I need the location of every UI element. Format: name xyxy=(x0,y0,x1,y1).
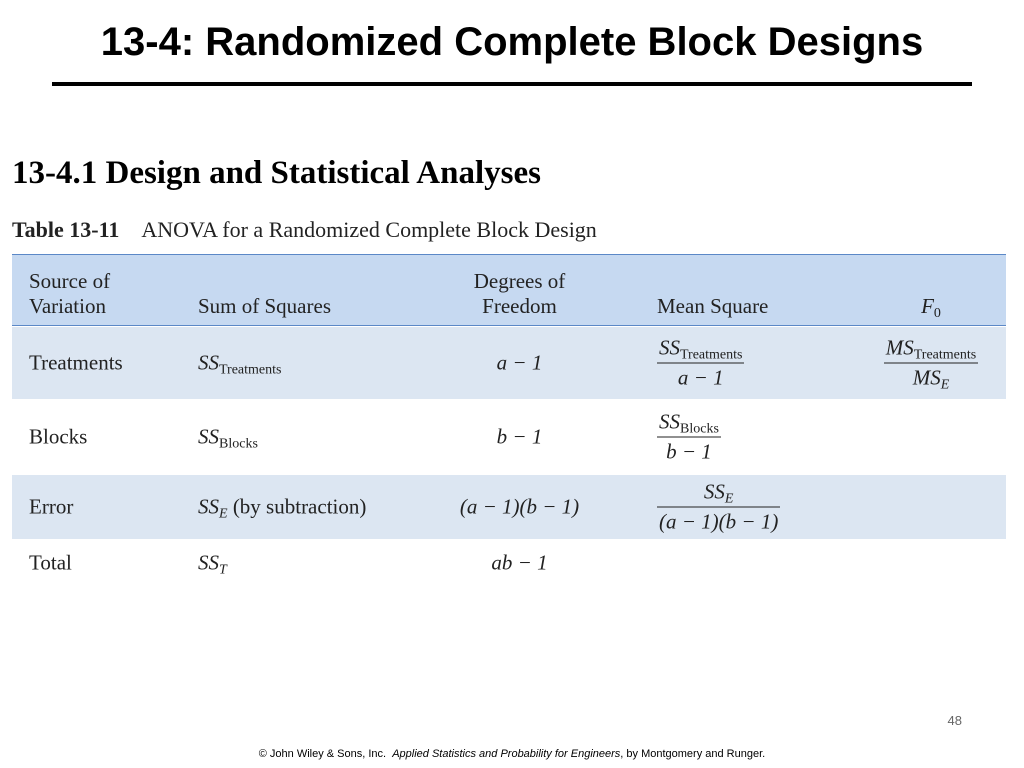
error-ms-numerator: SSE xyxy=(657,479,781,508)
total-ss-main: SS xyxy=(198,550,219,574)
blocks-ss-main: SS xyxy=(198,424,219,449)
anova-table: Source of Variation Sum of Squares Degre… xyxy=(12,254,1006,586)
blocks-ms-num-main: SS xyxy=(659,409,680,434)
header-f-sub: 0 xyxy=(933,306,941,321)
header-df-line1: Degrees of xyxy=(473,269,566,293)
header-mean-square: Mean Square xyxy=(657,294,769,318)
treatments-f0-den-main: MS xyxy=(912,365,941,390)
treatments-ms-numerator: SSTreatments xyxy=(657,335,745,364)
table-row-total: Total SST ab − 1 xyxy=(12,539,1006,586)
treatments-ms-fraction: SSTreatments a − 1 xyxy=(657,335,745,391)
error-ss-main: SS xyxy=(198,494,219,519)
treatments-f0-numerator: MSTreatments xyxy=(883,335,979,364)
blocks-ms-denominator: b − 1 xyxy=(666,439,712,464)
error-ss-sub: E xyxy=(219,506,228,522)
table-caption-number: Table 13-11 xyxy=(12,217,120,242)
header-sum-of-squares: Sum of Squares xyxy=(198,294,331,318)
footer-credit: © John Wiley & Sons, Inc. Applied Statis… xyxy=(0,748,1024,760)
header-degrees-of-freedom: Degrees of Freedom xyxy=(412,269,627,319)
blocks-source: Blocks xyxy=(29,424,88,449)
blocks-ss-sub: Blocks xyxy=(219,436,258,452)
error-ms-fraction: SSE (a − 1)(b − 1) xyxy=(657,479,781,535)
total-ss: SST xyxy=(198,550,227,577)
treatments-f0: MSTreatments MSE xyxy=(870,335,992,393)
treatments-f0-num-sub: Treatments xyxy=(913,347,977,363)
error-ss-note: (by subtraction) xyxy=(227,494,367,519)
treatments-ss: SSTreatments xyxy=(198,350,282,378)
blocks-ms-fraction: SSBlocks b − 1 xyxy=(657,410,721,465)
error-ms-denominator: (a − 1)(b − 1) xyxy=(659,509,779,534)
table-row-blocks: Blocks SSBlocks b − 1 SSBlocks b − 1 xyxy=(12,399,1006,475)
total-df: ab − 1 xyxy=(491,550,548,574)
treatments-f0-den-sub: E xyxy=(940,377,950,393)
blocks-ms: SSBlocks b − 1 xyxy=(657,410,721,465)
blocks-ms-numerator: SSBlocks xyxy=(657,410,721,438)
total-source: Total xyxy=(29,550,72,574)
total-ss-sub: T xyxy=(219,562,227,577)
blocks-ss: SSBlocks xyxy=(198,424,258,452)
table-row-treatments: Treatments SSTreatments a − 1 SSTreatmen… xyxy=(12,327,1006,399)
treatments-ss-sub: Treatments xyxy=(219,362,282,378)
table-caption-text: ANOVA for a Randomized Complete Block De… xyxy=(141,217,597,242)
error-source: Error xyxy=(29,494,74,519)
treatments-ms-num-main: SS xyxy=(659,335,680,360)
section-heading: 13-4.1 Design and Statistical Analyses xyxy=(12,155,541,191)
treatments-ms: SSTreatments a − 1 xyxy=(657,335,745,391)
treatments-ms-num-sub: Treatments xyxy=(680,347,743,363)
error-df: (a − 1)(b − 1) xyxy=(459,494,580,519)
header-df-line2: Freedom xyxy=(482,294,557,318)
treatments-f0-fraction: MSTreatments MSE xyxy=(883,335,979,393)
error-ms-num-main: SS xyxy=(703,479,725,504)
treatments-f0-denominator: MSE xyxy=(884,364,978,393)
error-ss: SSE (by subtraction) xyxy=(198,494,367,522)
error-ms: SSE (a − 1)(b − 1) xyxy=(657,479,781,535)
treatments-ss-main: SS xyxy=(198,350,219,375)
page-number: 48 xyxy=(947,713,962,728)
treatments-source: Treatments xyxy=(29,350,123,375)
table-row-error: Error SSE (by subtraction) (a − 1)(b − 1… xyxy=(12,475,1006,539)
title-underline xyxy=(52,82,972,86)
header-f-main: F xyxy=(921,294,934,318)
table-header-row: Source of Variation Sum of Squares Degre… xyxy=(12,255,1006,326)
footer-book-title: Applied Statistics and Probability for E… xyxy=(392,748,621,760)
error-ms-num-sub: E xyxy=(724,491,734,507)
footer-prefix: © John Wiley & Sons, Inc. xyxy=(258,748,387,760)
treatments-ms-denominator: a − 1 xyxy=(677,365,724,390)
slide-title: 13-4: Randomized Complete Block Designs xyxy=(100,20,924,64)
footer-suffix: , by Montgomery and Runger. xyxy=(620,748,766,760)
header-f0: F0 xyxy=(870,294,992,321)
blocks-ms-num-sub: Blocks xyxy=(680,421,719,437)
treatments-df: a − 1 xyxy=(496,350,543,375)
treatments-f0-num-main: MS xyxy=(885,335,914,360)
header-source: Source of Variation xyxy=(29,269,110,319)
blocks-df: b − 1 xyxy=(496,424,543,449)
header-source-line2: Variation xyxy=(29,294,106,318)
header-source-line1: Source of xyxy=(29,269,111,293)
table-caption: Table 13-11 ANOVA for a Randomized Comple… xyxy=(12,217,597,243)
